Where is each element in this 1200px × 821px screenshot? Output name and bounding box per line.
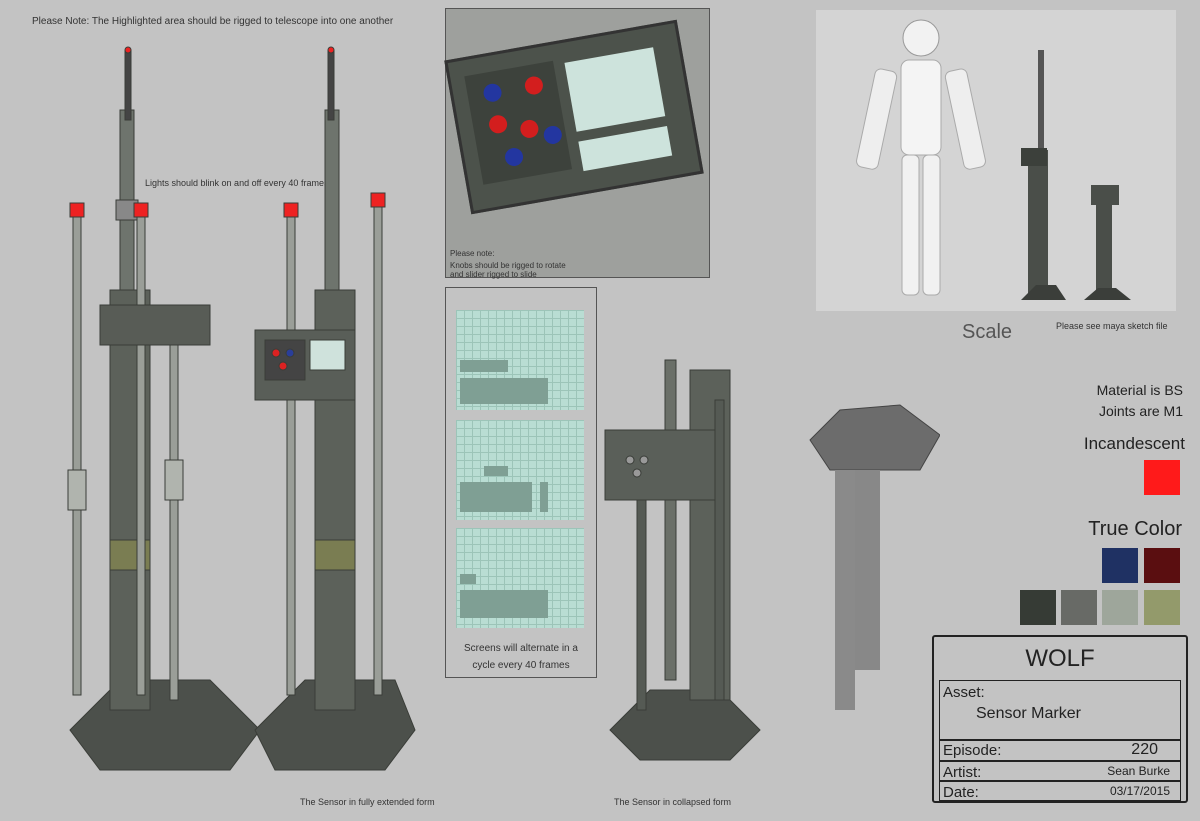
screen-1 — [456, 310, 584, 410]
incandescent-swatch — [1144, 460, 1180, 495]
knobs-note-line1: Knobs should be rigged to rotate — [450, 261, 566, 270]
project-title: WOLF — [1025, 645, 1095, 672]
joints-text: Joints are M1 — [1098, 403, 1183, 419]
asset-value: Sensor Marker — [976, 705, 1081, 722]
swatch-grey — [1061, 590, 1097, 625]
maya-note: Please see maya sketch file — [1056, 321, 1168, 331]
swatch-dark-green — [1020, 590, 1056, 625]
title-block: WOLF Asset: Sensor Marker Episode: 220 A… — [932, 635, 1188, 803]
scale-render — [816, 10, 1176, 311]
date-value: 03/17/2015 — [1109, 784, 1170, 798]
telescope-note: Please Note: The Highlighted area should… — [32, 16, 394, 27]
screen-3 — [456, 528, 584, 628]
date-label: Date: — [943, 784, 979, 801]
lights-note: Lights should blink on and off every 40 … — [145, 178, 329, 188]
extended-sensor-left — [67, 46, 261, 771]
swatch-light-grey — [1102, 590, 1138, 625]
true-color-label: True Color — [1088, 518, 1182, 540]
scale-label: Scale — [962, 321, 1013, 343]
artist-value: Sean Burke — [1107, 764, 1170, 778]
extended-sensor-right — [254, 46, 416, 771]
sensor-silhouette — [809, 404, 940, 710]
screens-panel: Screens will alternate in a cycle every … — [445, 287, 597, 678]
collapsed-caption: The Sensor in collapsed form — [614, 797, 732, 807]
knobs-note-line2: and slider rigged to slide — [450, 270, 537, 279]
swatch-navy — [1102, 548, 1138, 583]
artist-row: Artist: Sean Burke — [939, 761, 1181, 781]
date-row: Date: 03/17/2015 — [939, 781, 1181, 801]
swatch-maroon — [1144, 548, 1180, 583]
episode-label: Episode: — [943, 742, 1002, 759]
stormtrooper-scale-figure — [856, 19, 1131, 300]
asset-row: Asset: Sensor Marker — [939, 680, 1181, 740]
episode-value: 220 — [1131, 741, 1158, 758]
swatch-olive — [1144, 590, 1180, 625]
sensor-renders — [67, 46, 940, 771]
artist-label: Artist: — [943, 764, 982, 781]
knobs-note-title: Please note: — [450, 249, 495, 258]
screens-note-line2: cycle every 40 frames — [472, 660, 570, 671]
panel-render — [444, 19, 704, 215]
screen-2 — [456, 420, 584, 520]
episode-row: Episode: 220 — [939, 740, 1181, 761]
screens-note-line1: Screens will alternate in a — [464, 643, 578, 654]
control-panel-closeup: Please note: Knobs should be rigged to r… — [444, 8, 710, 279]
material-text: Material is BS — [1096, 382, 1183, 398]
extended-caption: The Sensor in fully extended form — [300, 797, 435, 807]
asset-label: Asset: — [943, 684, 985, 701]
incandescent-label: Incandescent — [1083, 434, 1185, 453]
collapsed-sensor — [604, 359, 761, 761]
